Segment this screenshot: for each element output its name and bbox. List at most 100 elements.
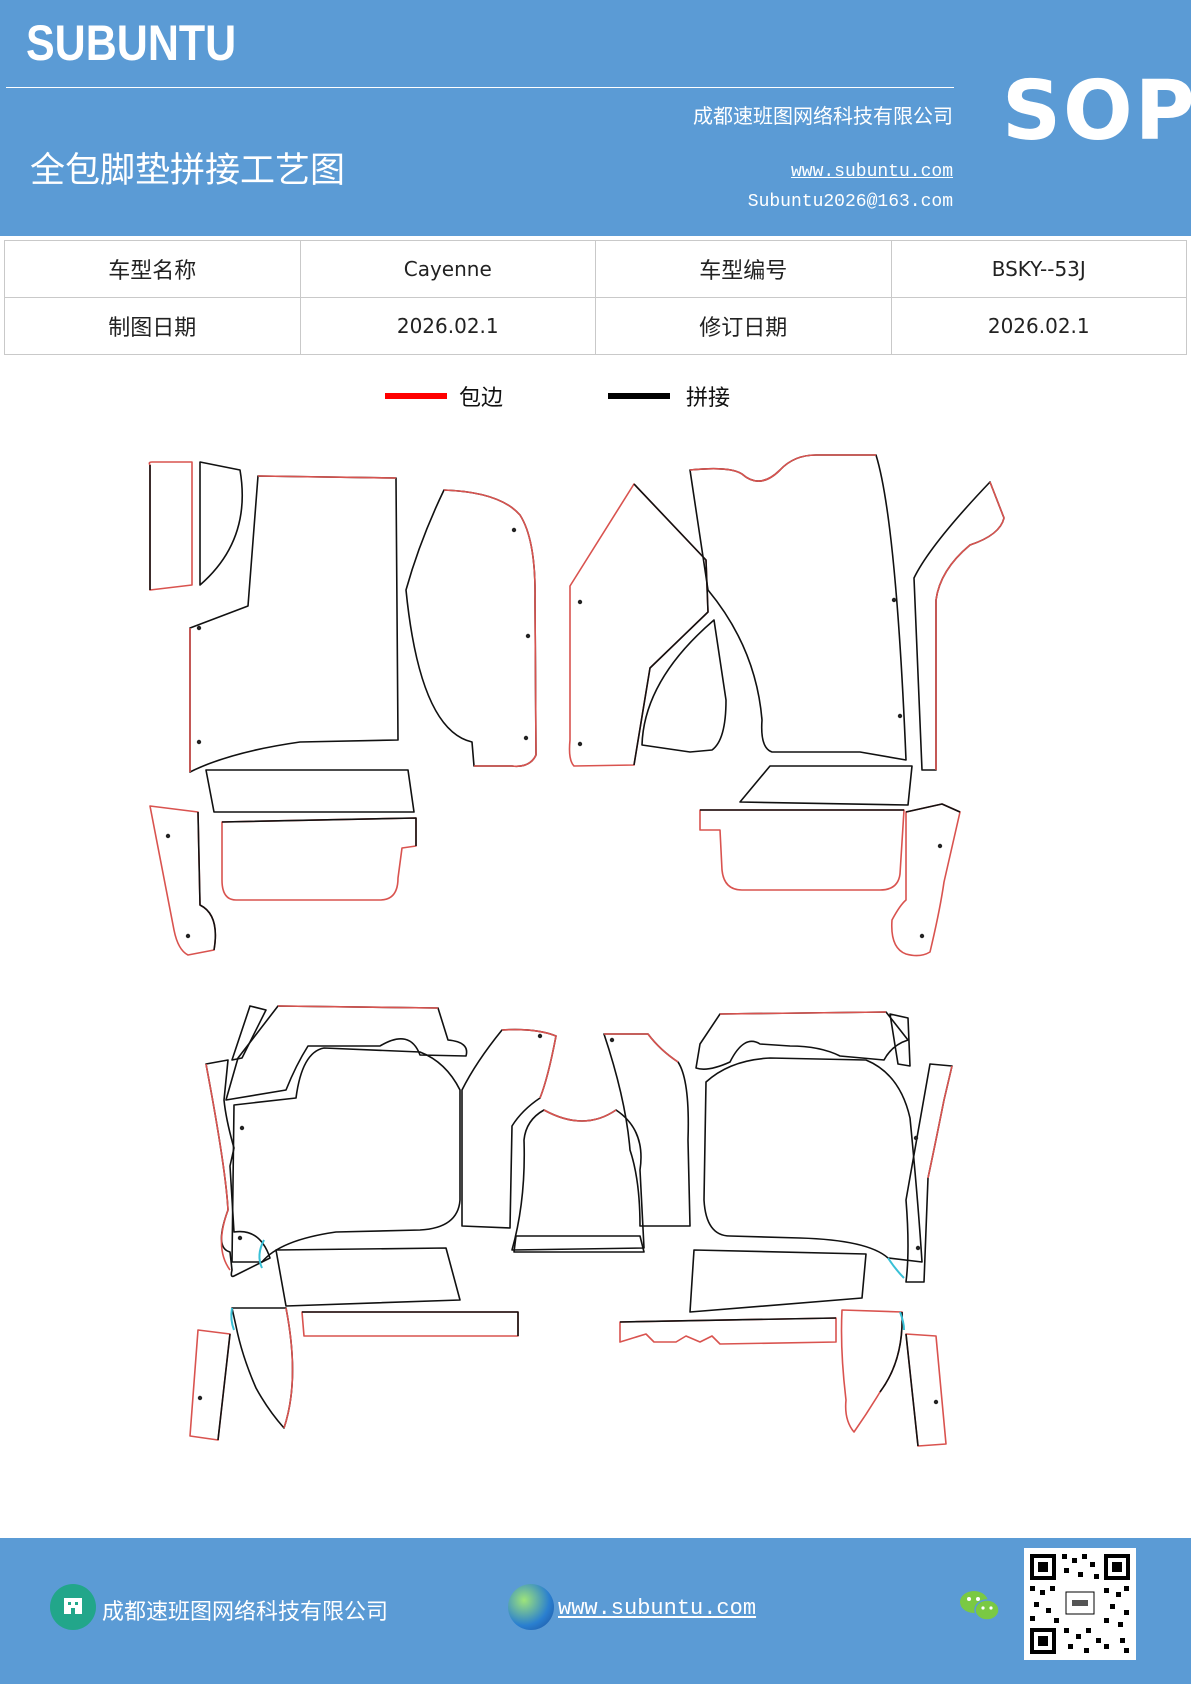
- mat-piece: [221, 817, 417, 846]
- mat-piece: [501, 1028, 557, 1099]
- mat-piece: [603, 1033, 691, 1227]
- mat-piece: [302, 1311, 519, 1336]
- mat-piece: [543, 1109, 617, 1122]
- mat-piece: [231, 1047, 461, 1263]
- mat-piece: [197, 811, 217, 951]
- document-title: 全包脚垫拼接工艺图: [30, 151, 346, 191]
- mat-piece: [619, 1317, 837, 1345]
- website-link[interactable]: www.subuntu.com: [790, 162, 953, 182]
- mat-piece: [935, 481, 1005, 770]
- mat-piece: [199, 461, 244, 586]
- rear-right-mat-group: [619, 1011, 953, 1447]
- mat-piece: [890, 803, 961, 957]
- mat-piece: [905, 803, 961, 813]
- mat-piece: [619, 1317, 837, 1323]
- anchor-dot: [891, 597, 897, 603]
- header-divider: [6, 87, 954, 88]
- mat-piece: [905, 1333, 919, 1447]
- mat-piece: [689, 454, 907, 761]
- edging-swatch: [385, 393, 447, 399]
- anchor-dot: [577, 741, 583, 747]
- mat-piece: [225, 1005, 468, 1101]
- mat-piece: [927, 1065, 953, 1179]
- sop-badge: SOP: [1002, 64, 1191, 159]
- mat-piece: [149, 805, 217, 956]
- mat-piece: [604, 1033, 679, 1063]
- mat-piece: [641, 619, 727, 753]
- revision-date-value: 2026.02.1: [890, 297, 1187, 355]
- revision-date-label: 修订日期: [595, 297, 892, 355]
- footer-website-link[interactable]: www.subuntu.com: [558, 1596, 757, 1621]
- anchor-dot: [609, 1037, 615, 1043]
- page-header: SUBUNTU 成都速班图网络科技有限公司 全包脚垫拼接工艺图 www.subu…: [0, 0, 1191, 236]
- anchor-dot: [185, 933, 191, 939]
- anchor-dot: [523, 735, 529, 741]
- mat-piece: [217, 1333, 231, 1441]
- mat-piece: [205, 1059, 271, 1278]
- mat-piece: [461, 1028, 557, 1229]
- page-footer: 成都速班图网络科技有限公司 www.subuntu.com: [0, 1538, 1191, 1684]
- anchor-dot: [165, 833, 171, 839]
- mat-piece: [301, 1311, 519, 1337]
- model-code-value: BSKY--53J: [890, 240, 1187, 298]
- brand-logo: SUBUNTU: [26, 15, 237, 71]
- anchor-dot: [196, 739, 202, 745]
- mat-piece: [739, 765, 913, 806]
- mat-piece: [205, 1063, 231, 1271]
- wechat-icon[interactable]: [958, 1586, 1002, 1630]
- seam-swatch: [608, 393, 670, 399]
- anchor-dot: [511, 527, 517, 533]
- mat-piece: [689, 454, 876, 482]
- anchor-dot: [537, 1033, 543, 1039]
- mat-piece: [405, 489, 537, 768]
- anchor-points: [165, 527, 943, 1405]
- anchor-dot: [196, 625, 202, 631]
- mat-piece: [443, 489, 537, 768]
- mat-piece: [511, 1109, 645, 1251]
- email-address: Subuntu2026@163.com: [747, 192, 953, 212]
- table-row: 车型名称 Cayenne 车型编号 BSKY--53J: [4, 240, 1187, 298]
- mat-piece: [221, 817, 417, 901]
- mat-piece: [189, 475, 399, 773]
- mat-piece: [513, 1235, 645, 1253]
- vehicle-info-table: 车型名称 Cayenne 车型编号 BSKY--53J 制图日期 2026.02…: [4, 240, 1187, 355]
- highlight-seam: [230, 1307, 235, 1331]
- mat-piece: [699, 809, 905, 891]
- model-name-label: 车型名称: [4, 240, 301, 298]
- drawing-date-label: 制图日期: [4, 297, 301, 355]
- mat-piece: [275, 1247, 461, 1307]
- mat-piece: [913, 481, 1005, 771]
- model-name-value: Cayenne: [299, 240, 596, 298]
- center-tunnel-mat-group: [511, 1033, 691, 1253]
- mat-piece: [689, 1249, 867, 1313]
- anchor-dot: [919, 933, 925, 939]
- mat-piece: [148, 461, 193, 591]
- building-icon: [50, 1584, 96, 1630]
- floor-mat-pattern-drawing: [148, 454, 1005, 1447]
- mat-piece: [257, 475, 397, 479]
- anchor-dot: [239, 1125, 245, 1131]
- qr-code-icon: [1024, 1548, 1136, 1660]
- mat-piece: [695, 1011, 909, 1070]
- mat-piece: [719, 1011, 887, 1015]
- company-name: 成都速班图网络科技有限公司: [693, 104, 953, 128]
- footer-company: 成都速班图网络科技有限公司: [102, 1600, 389, 1625]
- table-row: 制图日期 2026.02.1 修订日期 2026.02.1: [4, 297, 1187, 355]
- anchor-dot: [525, 633, 531, 639]
- legend-label: 包边: [459, 386, 504, 411]
- globe-icon: [508, 1584, 554, 1630]
- anchor-dot: [897, 713, 903, 719]
- front-right-mat-group: [568, 454, 1005, 957]
- legend-label: 拼接: [686, 386, 731, 411]
- anchor-dot: [915, 1245, 921, 1251]
- model-code-label: 车型编号: [595, 240, 892, 298]
- highlight-seam: [899, 1311, 905, 1331]
- anchor-dot: [197, 1395, 203, 1401]
- mat-piece: [633, 483, 709, 766]
- front-left-mat-group: [148, 461, 537, 956]
- mat-piece: [231, 1307, 294, 1429]
- drawing-date-value: 2026.02.1: [299, 297, 596, 355]
- mat-piece: [568, 483, 709, 767]
- anchor-dot: [577, 599, 583, 605]
- mat-piece: [231, 1005, 267, 1061]
